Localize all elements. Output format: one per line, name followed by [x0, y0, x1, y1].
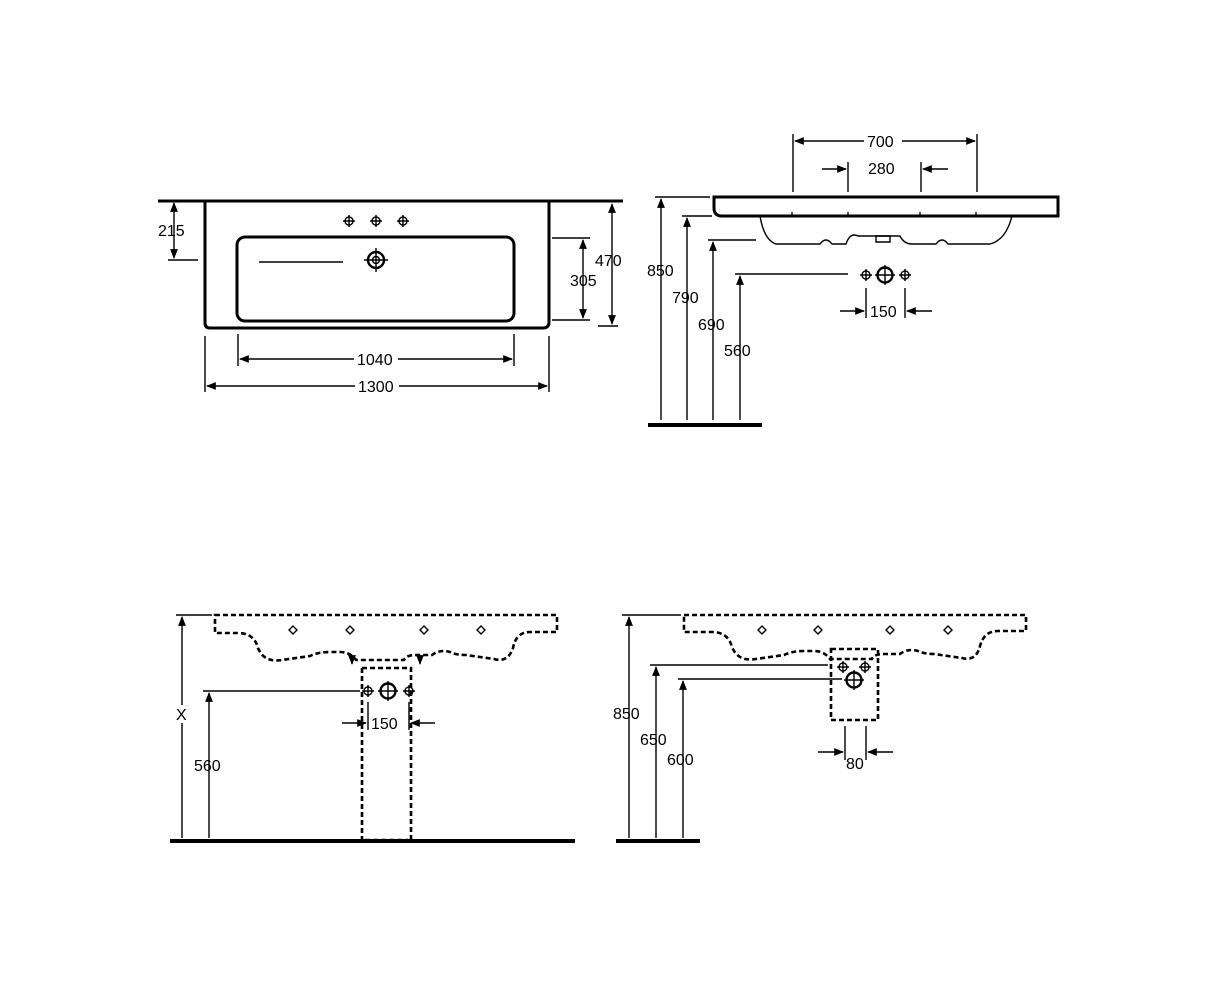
side-basin-underside [759, 215, 1013, 245]
dim-150-label: 150 [371, 716, 398, 733]
front-pedestal-view: X 560 150 [170, 613, 575, 843]
top-view: 215 305 470 1040 1300 [158, 199, 623, 396]
dim-650-label: 650 [640, 732, 667, 749]
dim-600-label: 600 [667, 752, 694, 769]
dim-80-label: 80 [846, 756, 864, 773]
side-view: 700 280 850 790 690 560 150 [647, 132, 1060, 427]
drain-icon [364, 248, 388, 272]
tap-hole-icon [757, 625, 953, 635]
dim-1040-label: 1040 [357, 352, 393, 369]
dim-1300-label: 1300 [358, 379, 394, 396]
dim-700-label: 700 [867, 134, 894, 151]
dim-305-label: 305 [570, 273, 597, 290]
valve-icon [362, 681, 415, 701]
dim-x-label: X [176, 707, 187, 724]
tap-hole-icon [288, 625, 486, 635]
basin-dashed-outline [213, 613, 559, 662]
valve-icon [837, 661, 871, 690]
basin-outline [203, 201, 551, 330]
dim-790-label: 790 [672, 290, 699, 307]
side-basin-rim [712, 195, 1060, 218]
dim-470-label: 470 [595, 253, 622, 270]
dim-215-label: 215 [158, 223, 185, 240]
tap-hole-icon [343, 215, 409, 227]
dim-560-label: 560 [194, 758, 221, 775]
basin-dashed-outline [682, 613, 1028, 661]
pedestal-dashed-outline [360, 666, 413, 842]
dim-850-label: 850 [613, 706, 640, 723]
siphon-cover-dashed-outline [829, 647, 880, 722]
dim-850-label: 850 [647, 263, 674, 280]
siphon-side-view: 850 650 600 80 [613, 613, 1028, 843]
dim-690-label: 690 [698, 317, 725, 334]
dim-150-label: 150 [870, 304, 897, 321]
dim-560-label: 560 [724, 343, 751, 360]
valve-icon [860, 265, 911, 285]
dim-280-label: 280 [868, 161, 895, 178]
bowl-outline [235, 235, 516, 323]
